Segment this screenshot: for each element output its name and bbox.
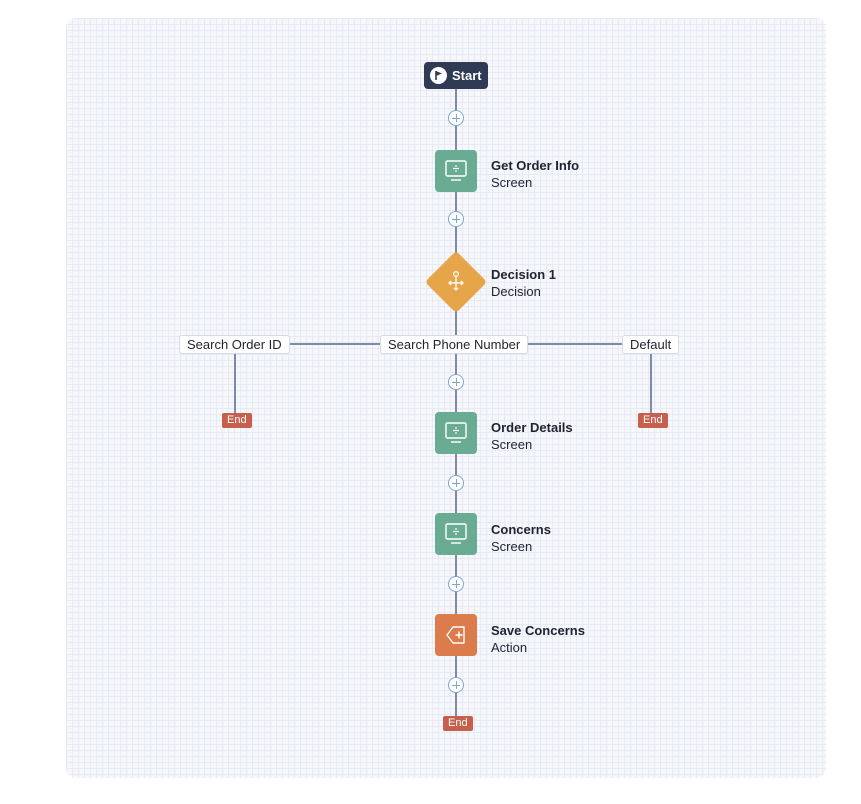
node-label: Decision 1 Decision	[491, 266, 556, 300]
flow-canvas[interactable]	[66, 18, 826, 778]
add-step-button[interactable]	[448, 475, 464, 491]
flag-icon	[430, 67, 447, 84]
start-node[interactable]: Start	[424, 62, 488, 89]
node-save-concerns[interactable]	[435, 614, 477, 656]
add-step-button[interactable]	[448, 211, 464, 227]
node-label: Order Details Screen	[491, 419, 573, 453]
screen-icon	[445, 523, 467, 544]
end-node: End	[638, 413, 668, 428]
branch-label-default[interactable]: Default	[622, 335, 680, 354]
node-type: Screen	[491, 539, 533, 554]
add-step-button[interactable]	[448, 576, 464, 592]
node-get-order-info[interactable]	[435, 150, 477, 192]
action-icon	[446, 626, 465, 644]
add-step-button[interactable]	[448, 677, 464, 693]
end-node: End	[222, 413, 252, 428]
node-type: Decision	[491, 284, 541, 299]
branch-label-search-order-id[interactable]: Search Order ID	[179, 335, 290, 354]
connector-line	[455, 305, 457, 335]
node-label: Save Concerns Action	[491, 622, 585, 656]
node-title: Get Order Info	[491, 158, 580, 173]
screen-icon	[445, 422, 467, 443]
node-decision-1[interactable]	[424, 250, 488, 314]
node-type: Action	[491, 640, 528, 655]
decision-icon	[448, 270, 464, 291]
branch-label-search-phone-number[interactable]: Search Phone Number	[380, 335, 529, 354]
node-concerns[interactable]	[435, 513, 477, 555]
connector-line	[650, 351, 652, 413]
node-title: Save Concerns	[491, 623, 585, 638]
node-title: Concerns	[491, 522, 551, 537]
node-title: Decision 1	[491, 267, 557, 282]
node-order-details[interactable]	[435, 412, 477, 454]
node-title: Order Details	[491, 420, 573, 435]
add-step-button[interactable]	[448, 374, 464, 390]
screen-icon	[445, 160, 467, 181]
node-type: Screen	[491, 437, 533, 452]
connector-line	[234, 351, 236, 413]
start-label: Start	[452, 68, 482, 83]
end-node: End	[443, 716, 473, 731]
node-label: Concerns Screen	[491, 521, 551, 555]
node-type: Screen	[491, 175, 533, 190]
node-label: Get Order Info Screen	[491, 157, 579, 191]
add-step-button[interactable]	[448, 110, 464, 126]
